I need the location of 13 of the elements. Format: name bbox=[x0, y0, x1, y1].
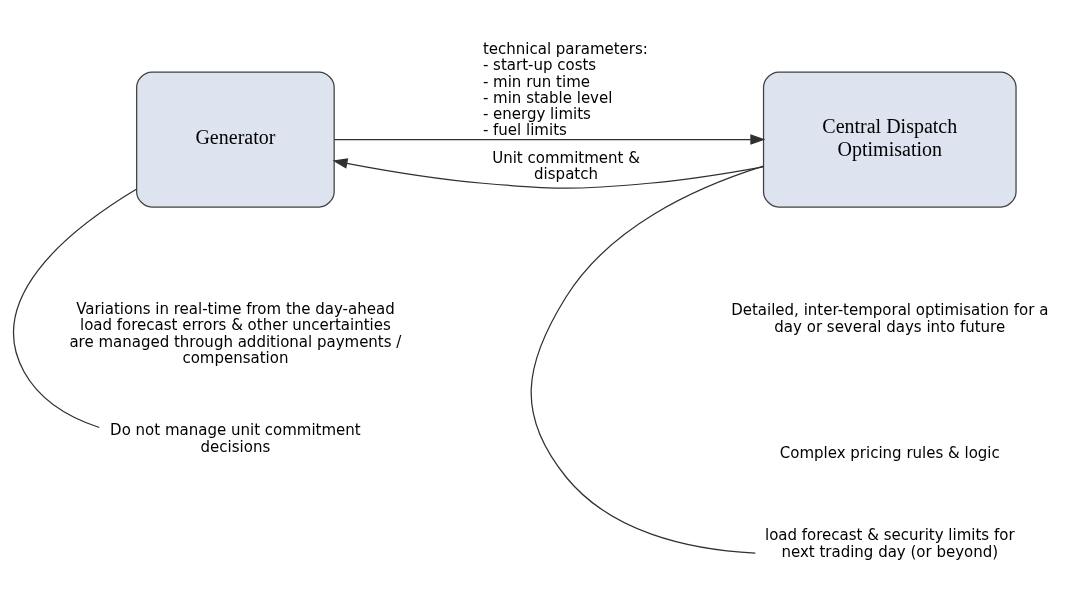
node-text: load forecast & security limits for next trading day (or beyond) bbox=[764, 525, 1015, 560]
label: Complex pricing rules & logic bbox=[779, 443, 1000, 462]
arrow bbox=[332, 157, 764, 189]
connector bbox=[13, 187, 138, 428]
node-box: Generator bbox=[136, 70, 335, 208]
label: Detailed, inter-temporal optimisation for a day or several days into future bbox=[731, 300, 1049, 335]
edge-label: technical parameters: - start-up costs - min run time - min stable level - energy limits - fuel limits bbox=[482, 39, 648, 139]
connector bbox=[530, 165, 765, 554]
node-box: Central Dispatch Optimisation bbox=[762, 70, 1017, 208]
arrow bbox=[333, 133, 766, 145]
edge-label: Unit commitment & dispatch bbox=[492, 148, 640, 183]
label: Variations in real-time from the day-ahead load forecast errors & other uncertainties are managed through additional payments / compensation bbox=[69, 299, 402, 367]
node-text: Do not manage unit commitment decisions bbox=[110, 420, 361, 455]
